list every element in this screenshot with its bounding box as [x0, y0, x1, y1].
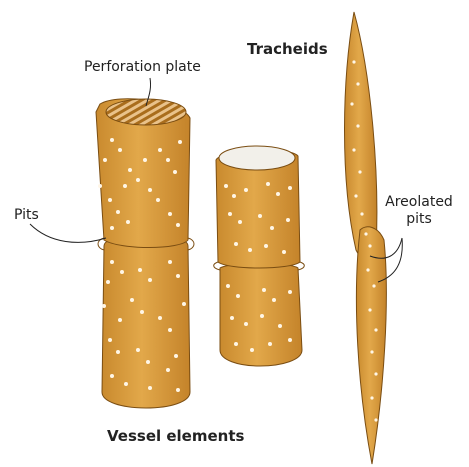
leader-pits [30, 224, 106, 242]
label-pits: Pits [14, 207, 39, 224]
label-areolated-pits: Areolated pits [377, 194, 461, 228]
vessel-element-left [96, 99, 194, 408]
tracheid-lower [356, 227, 386, 464]
tracheid [345, 12, 387, 464]
perforation-plate [106, 99, 186, 125]
open-end [219, 146, 295, 170]
label-tracheids: Tracheids [247, 41, 328, 58]
tracheid-upper [345, 12, 377, 259]
vessel-element-middle [214, 146, 305, 366]
label-areolated-pits-line2: pits [377, 211, 461, 228]
label-areolated-pits-line1: Areolated [377, 194, 461, 211]
label-vessel-elements: Vessel elements [107, 428, 244, 445]
vessel-left-lower-cell [102, 236, 190, 408]
label-perforation-plate: Perforation plate [84, 59, 201, 76]
